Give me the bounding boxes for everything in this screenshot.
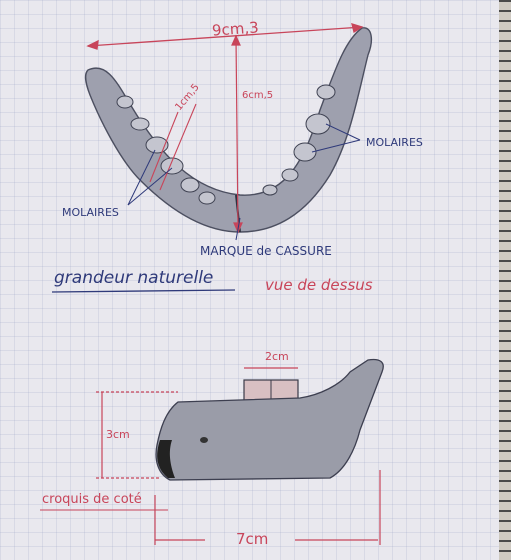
caption-main: grandeur naturelle [54, 268, 213, 288]
side-height-label: 3cm [106, 428, 130, 441]
label-break-mark: MARQUE de CASSURE [200, 244, 332, 258]
tooth [317, 85, 335, 99]
jaw-top-view [86, 28, 372, 232]
side-jaw-foramen [200, 437, 208, 443]
height-label: 6cm,5 [242, 90, 273, 101]
side-jaw-outline [156, 360, 383, 481]
caption-underline [52, 290, 235, 292]
tooth-width-label: 2cm [265, 350, 289, 363]
jaw-outline [86, 28, 372, 232]
tooth [131, 118, 149, 130]
jaw-side-view [156, 360, 383, 481]
tooth [199, 192, 215, 204]
side-length-label: 7cm [236, 530, 268, 548]
label-molars-right: MOLAIRES [366, 136, 423, 149]
side-caption: croquis de coté [42, 492, 142, 507]
tooth [263, 185, 277, 195]
tooth [282, 169, 298, 181]
tooth [117, 96, 133, 108]
label-molars-left: MOLAIRES [62, 206, 119, 219]
tooth [181, 178, 199, 192]
width-label: 9cm,3 [211, 18, 259, 39]
caption-view: vue de dessus [265, 276, 373, 294]
